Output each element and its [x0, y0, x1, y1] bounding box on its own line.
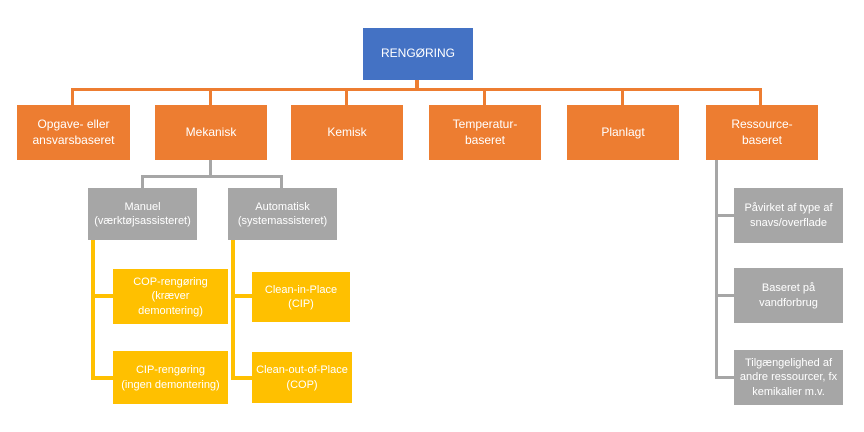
- node-tilgaengelighed: Tilgængelighed af andre ressourcer, fx k…: [734, 350, 843, 405]
- node-label: Påvirket af type af snavs/overflade: [744, 202, 833, 229]
- connector-ressource-branch-3: [715, 376, 734, 379]
- node-automatisk: Automatisk (systemassisteret): [228, 188, 337, 240]
- node-label: Temperatur- baseret: [452, 116, 518, 147]
- node-cip-rengoring: CIP-rengøring (ingen demontering): [113, 351, 228, 404]
- node-ressourcebaseret: Ressource- baseret: [706, 105, 818, 160]
- node-planlagt: Planlagt: [567, 105, 679, 160]
- node-temperaturbaseret: Temperatur- baseret: [429, 105, 541, 160]
- node-label: Opgave- eller ansvarsbaseret: [32, 116, 115, 147]
- connector-level2-stub-1: [71, 88, 74, 105]
- node-opgave-ansvarsbaseret: Opgave- eller ansvarsbaseret: [17, 105, 130, 160]
- connector-level2-stub-3: [345, 88, 348, 105]
- node-clean-out-of-place: Clean-out-of-Place (COP): [252, 352, 352, 403]
- node-label: Baseret på vandforbrug: [759, 282, 818, 309]
- node-label: RENGØRING: [380, 46, 455, 61]
- connector-level2-horizontal: [71, 88, 762, 91]
- connector-manuel-branch-2: [91, 376, 113, 380]
- connector-ressource-branch-1: [715, 214, 734, 217]
- node-label: Mekanisk: [185, 124, 237, 139]
- connector-manuel-branch-1: [91, 294, 113, 298]
- node-label: Clean-out-of-Place (COP): [256, 364, 348, 391]
- connector-automatisk-branch-2: [231, 376, 252, 380]
- node-baseret-paa-vandforbrug: Baseret på vandforbrug: [734, 268, 843, 323]
- node-manuel: Manuel (værktøjsassisteret): [88, 188, 197, 240]
- node-label: Clean-in-Place (CIP): [264, 283, 338, 310]
- connector-manuel-stub: [141, 175, 144, 188]
- node-label: Tilgængelighed af andre ressourcer, fx k…: [739, 357, 838, 398]
- node-paavirket-af-type: Påvirket af type af snavs/overflade: [734, 188, 843, 243]
- node-rengoring: RENGØRING: [363, 28, 473, 80]
- connector-level2-stub-4: [483, 88, 486, 105]
- node-mekanisk: Mekanisk: [155, 105, 267, 160]
- connector-level2-stub-2: [209, 88, 212, 105]
- node-cop-rengoring: COP-rengøring (kræver demontering): [113, 269, 228, 324]
- connector-mekanisk-horizontal: [141, 175, 283, 178]
- connector-ressource-hang-vertical: [715, 160, 718, 379]
- node-clean-in-place: Clean-in-Place (CIP): [252, 272, 350, 322]
- connector-automatisk-stub: [280, 175, 283, 188]
- connector-level2-stub-5: [621, 88, 624, 105]
- connector-mekanisk-stub: [209, 160, 212, 175]
- connector-level2-stub-6: [759, 88, 762, 105]
- connector-automatisk-hang-vertical: [231, 240, 235, 380]
- node-kemisk: Kemisk: [291, 105, 403, 160]
- node-label: Planlagt: [601, 124, 645, 139]
- node-label: Kemisk: [327, 124, 367, 139]
- connector-automatisk-branch-1: [231, 294, 252, 298]
- connector-ressource-branch-2: [715, 294, 734, 297]
- node-label: Ressource- baseret: [731, 116, 793, 147]
- node-label: CIP-rengøring (ingen demontering): [121, 364, 220, 391]
- node-label: COP-rengøring (kræver demontering): [133, 276, 208, 317]
- node-label: Manuel (værktøjsassisteret): [94, 200, 191, 227]
- node-label: Automatisk (systemassisteret): [237, 200, 328, 227]
- connector-manuel-hang-vertical: [91, 240, 95, 380]
- connector-root-stub: [415, 80, 419, 88]
